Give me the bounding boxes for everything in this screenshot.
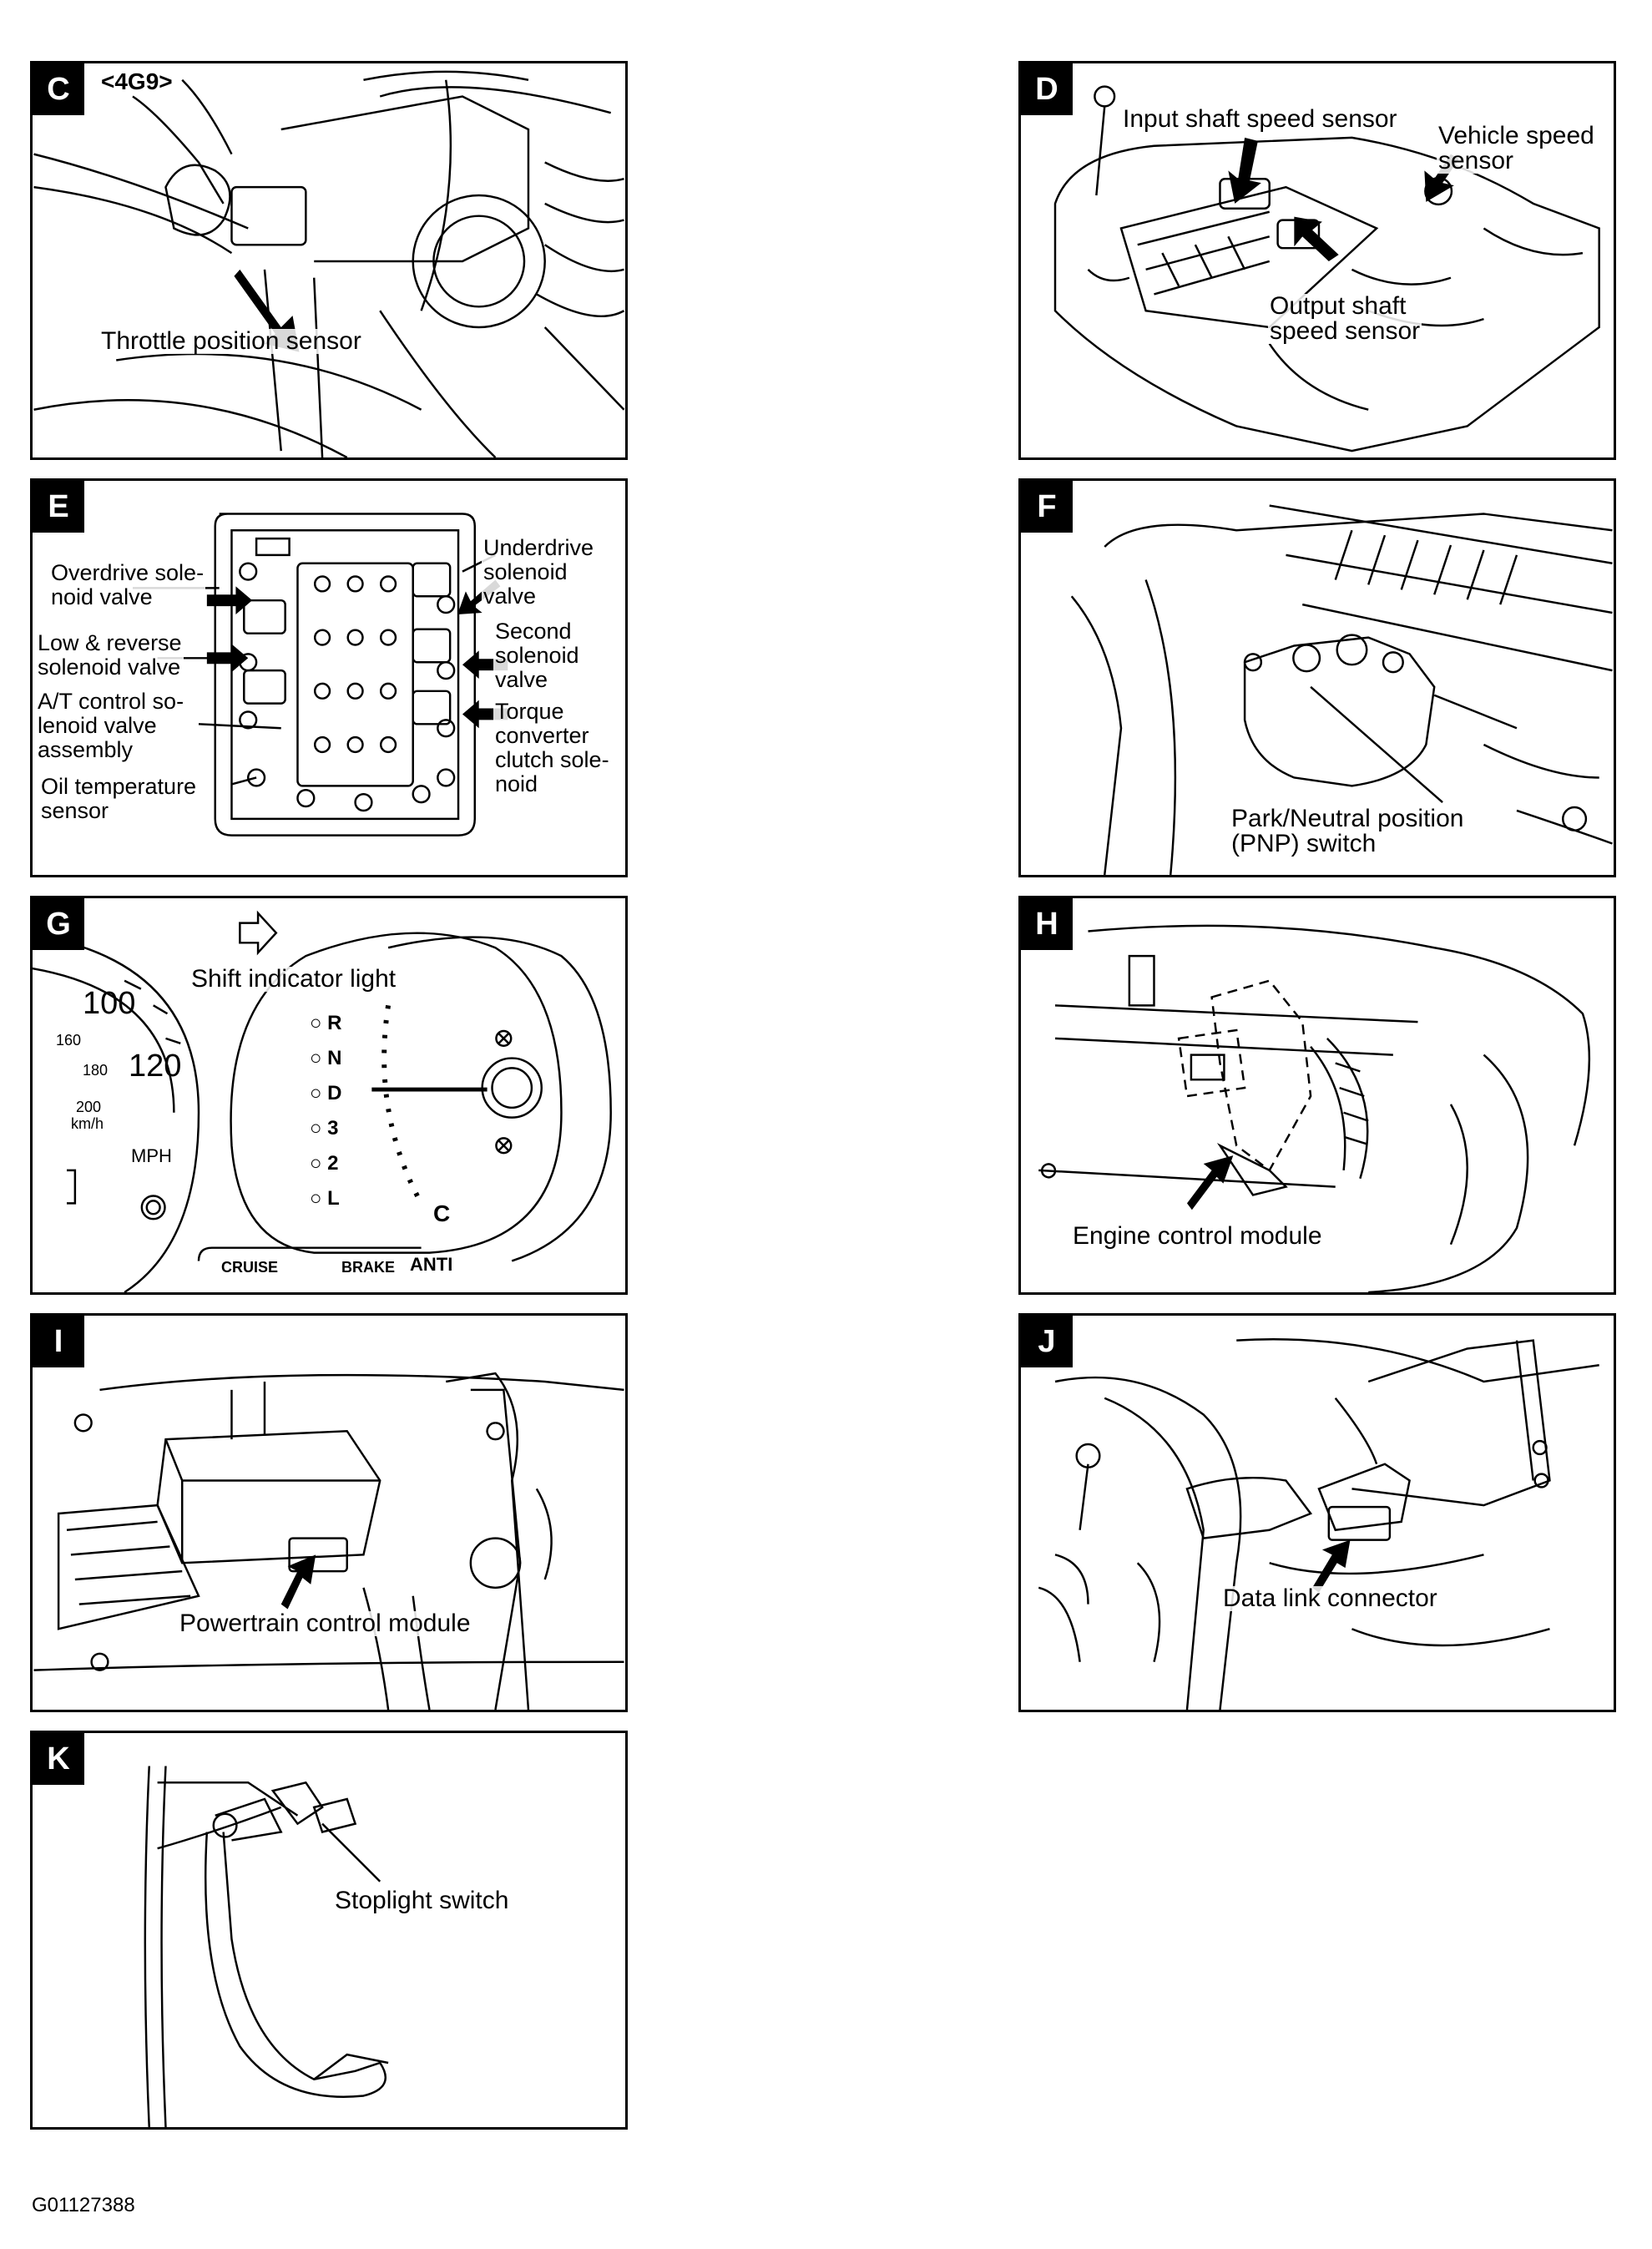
arrow-icon <box>206 586 253 614</box>
input-shaft-speed-sensor-label: Input shaft speed sensor <box>1121 105 1399 133</box>
panel-k: K Stoplight switch <box>30 1731 628 2130</box>
gear-indicator-2: ○ 2 <box>310 1152 339 1175</box>
panel-c: C <4G9> Throttle position sensor <box>30 61 628 460</box>
arrow-icon <box>1294 216 1339 261</box>
panel-letter: G <box>33 898 84 950</box>
gear-indicator-l: ○ L <box>310 1187 340 1210</box>
panel-f: F Park/Neutral position(PNP) switch <box>1018 478 1616 877</box>
arrow-icon <box>1312 1539 1351 1593</box>
panel-letter: C <box>33 63 84 115</box>
speedo-mph: MPH <box>131 1145 172 1166</box>
panel-j: J Data link connector <box>1018 1313 1616 1712</box>
gear-indicator-r: ○ R <box>310 1012 342 1034</box>
anti-indicator: ANTI <box>410 1254 453 1275</box>
throttle-position-sensor-label: Throttle position sensor <box>99 327 363 355</box>
panel-h: H Engine control module <box>1018 896 1616 1295</box>
arrow-icon <box>462 650 508 679</box>
panel-g: G Shift indicator light 100 120 160 180 … <box>30 896 628 1295</box>
valve-body-drawing <box>132 513 497 836</box>
shift-indicator-light-label: Shift indicator light <box>189 965 398 993</box>
speedo-120: 120 <box>129 1049 182 1084</box>
engine-control-module-label: Engine control module <box>1071 1222 1324 1250</box>
gear-indicator-n: ○ N <box>310 1047 342 1069</box>
data-link-connector-label: Data link connector <box>1221 1584 1439 1612</box>
arrow-icon <box>1228 137 1261 204</box>
panel-letter: E <box>33 481 84 533</box>
engine-variant-label: <4G9> <box>101 68 173 94</box>
panel-d: D Input shaft speed sensor Vehicle speed… <box>1018 61 1616 460</box>
park-neutral-position-switch-label: Park/Neutral position(PNP) switch <box>1230 805 1466 857</box>
throttle-body-drawing <box>33 70 625 457</box>
temp-gauge-c: C <box>433 1200 451 1226</box>
panel-letter: F <box>1021 481 1073 533</box>
panel-e: E Overdrive sole-noid valve Low & revers… <box>30 478 628 877</box>
speedo-160: 160 <box>56 1032 82 1049</box>
data-link-connector-drawing <box>1038 1338 1599 1710</box>
powertrain-control-module-drawing <box>33 1372 624 1710</box>
panel-letter: H <box>1021 898 1073 950</box>
gear-indicator-3: ○ 3 <box>310 1117 339 1140</box>
arrow-icon <box>462 700 508 729</box>
overdrive-solenoid-valve-label: Overdrive sole-noid valve <box>49 560 206 609</box>
speedo-100: 100 <box>83 986 136 1021</box>
arrow-icon <box>234 269 300 352</box>
speedo-180: 180 <box>83 1062 109 1079</box>
stoplight-switch-label: Stoplight switch <box>333 1887 511 1914</box>
speedo-kmh: km/h <box>71 1115 104 1132</box>
arrow-icon <box>280 1554 316 1610</box>
instrument-cluster-drawing <box>33 910 612 1292</box>
arrow-icon <box>1186 1155 1234 1210</box>
panel-letter: J <box>1021 1316 1073 1367</box>
figure-id: G01127388 <box>32 2194 135 2216</box>
pnp-switch-drawing <box>1070 504 1613 875</box>
cruise-indicator: CRUISE <box>221 1259 279 1276</box>
speedo-200: 200 <box>76 1099 102 1115</box>
gear-indicator-d: ○ D <box>310 1082 342 1104</box>
arrow-icon <box>206 644 249 673</box>
panel-letter: K <box>33 1733 84 1785</box>
brake-indicator: BRAKE <box>341 1259 396 1276</box>
panel-letter: D <box>1021 63 1073 115</box>
panel-letter: I <box>33 1316 84 1367</box>
brake-pedal-drawing <box>144 1766 389 2127</box>
powertrain-control-module-label: Powertrain control module <box>178 1610 472 1637</box>
engine-control-module-drawing <box>1038 924 1591 1292</box>
panel-i: I Powertrain control module <box>30 1313 628 1712</box>
